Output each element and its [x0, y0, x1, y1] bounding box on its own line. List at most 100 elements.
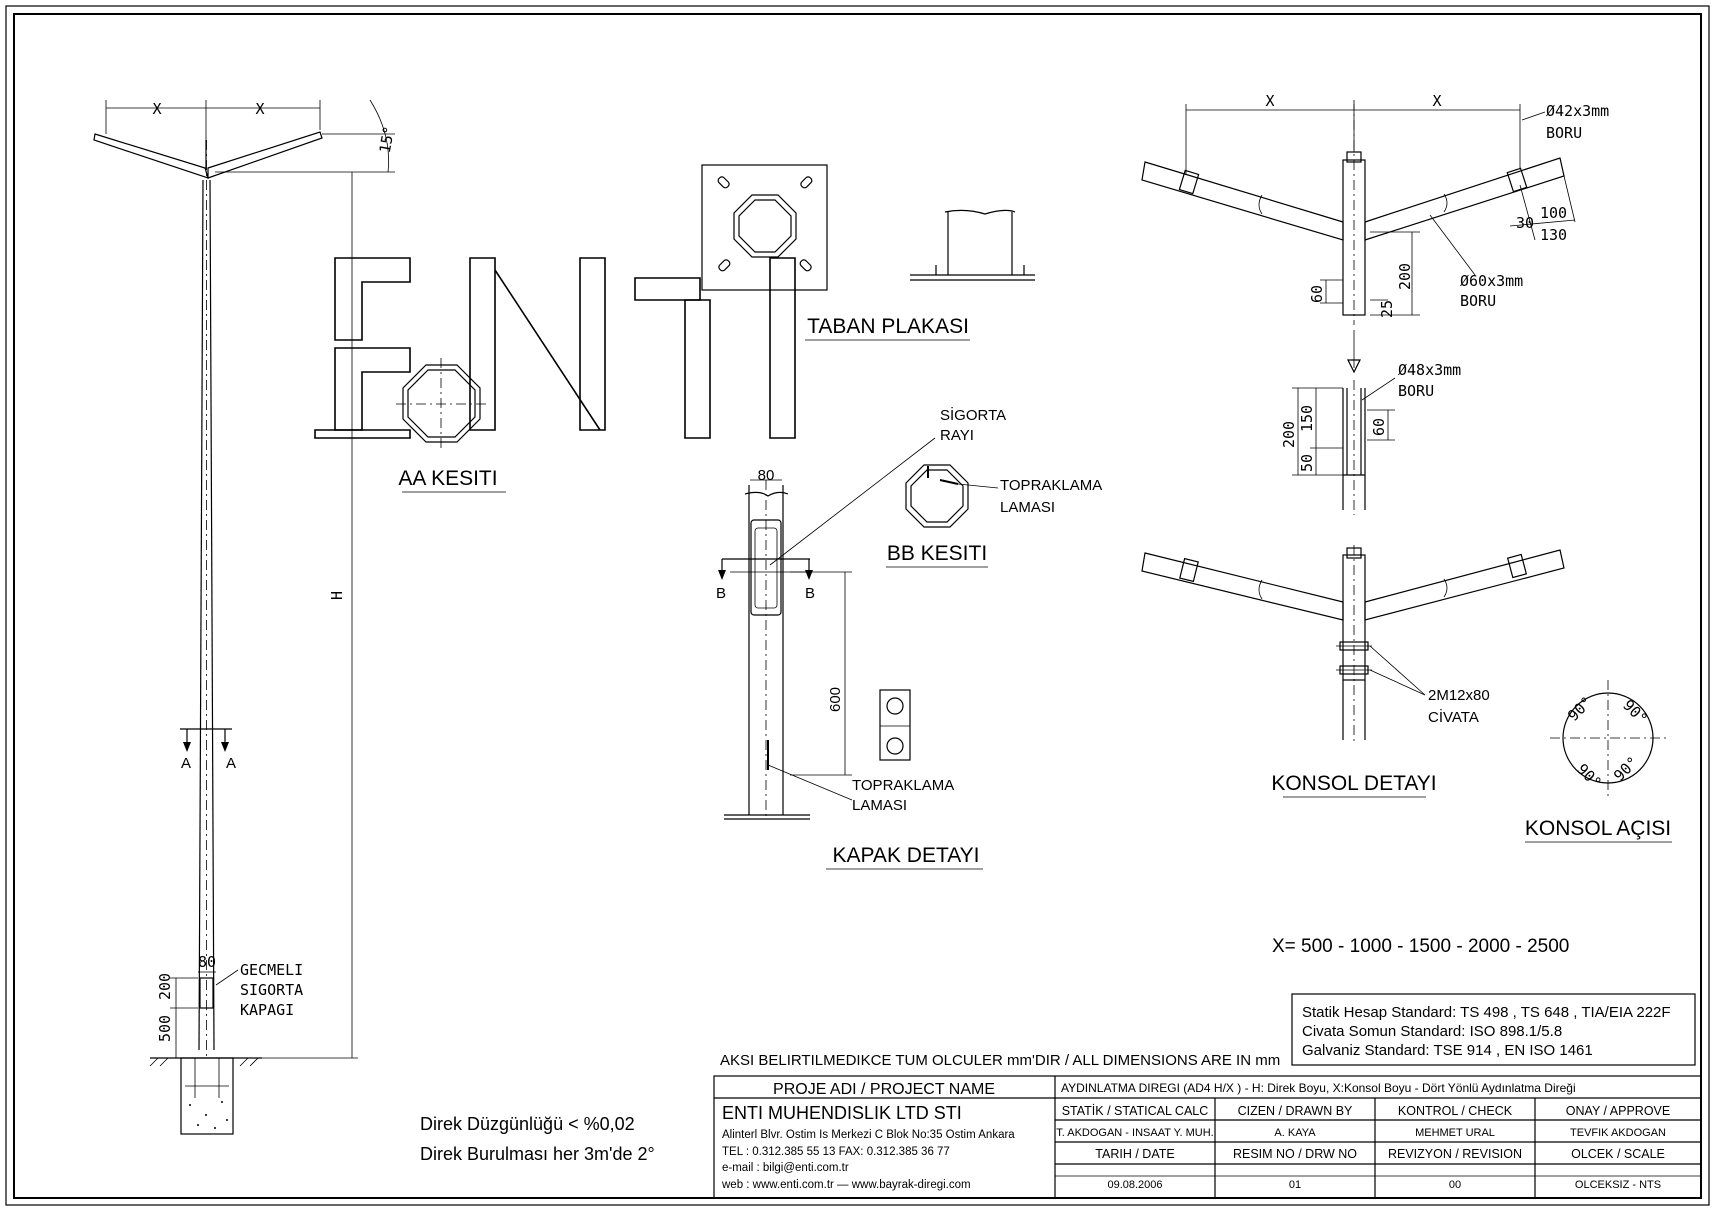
- company-address: Alinterl Blvr. Ostim Is Merkezi C Blok N…: [722, 1129, 1015, 1141]
- bracket-detail-assembled: 2M12x80 CİVATA KONSOL DETAYI: [1141, 545, 1565, 798]
- standards-box: Statik Hesap Standard: TS 498 , TS 648 ,…: [1291, 993, 1696, 1066]
- bb-ground-line1: TOPRAKLAMA: [1000, 477, 1102, 494]
- base-plate-title: TABAN PLAKASI: [807, 315, 969, 338]
- aa-section-title: AA KESITI: [398, 467, 497, 490]
- tolerance-line2: Direk Burulması her 3m'de 2°: [420, 1144, 655, 1164]
- sheet-outer-border: [5, 5, 1710, 1206]
- aa-octagon-outer: [402, 364, 481, 443]
- pole-foundation: [180, 1057, 234, 1135]
- pole-note-line1: GECMELI: [240, 961, 303, 979]
- pole-arm-right: [207, 131, 323, 179]
- pole-height-label: H: [328, 591, 346, 600]
- bolt-line1: 2M12x80: [1428, 687, 1490, 704]
- bracket-detail-top: X X Ø42x3mm BORU Ø60x3mm BORU 30 100 130…: [1141, 92, 1609, 374]
- x-values-note: X= 500 - 1000 - 1500 - 2000 - 2500: [1272, 936, 1569, 957]
- pipe-48-line2: BORU: [1398, 382, 1434, 400]
- pole-base-dim-500: 500: [156, 1015, 174, 1042]
- bb-section-title: BB KESITI: [887, 542, 987, 565]
- drw-value: 01: [1289, 1179, 1301, 1191]
- insert-dim-200: 200: [1280, 421, 1298, 448]
- standard-line3: Galvaniz Standard: TSE 914 , EN ISO 1461: [1302, 1042, 1593, 1059]
- bracket-detail-title: KONSOL DETAYI: [1271, 772, 1436, 795]
- drw-label: RESIM NO / DRW NO: [1233, 1147, 1357, 1161]
- check-value: MEHMET URAL: [1415, 1127, 1495, 1139]
- base-plate-view: TABAN PLAKASI: [701, 164, 1035, 341]
- statical-value: T. AKDOGAN - INSAAT Y. MUH.: [1056, 1127, 1214, 1139]
- bb-ground-line2: LAMASI: [1000, 499, 1055, 516]
- pole-base-dim-200: 200: [156, 973, 174, 1000]
- base-plate-outline: [701, 164, 828, 291]
- insert-dim-150: 150: [1298, 405, 1316, 432]
- bracket-angle-view: 90° 90° 90° 90° KONSOL AÇISI: [1525, 680, 1672, 843]
- angle-label-br: 90°: [1610, 753, 1642, 785]
- cover-dim-600: 600: [827, 687, 844, 712]
- cover-detail-title: KAPAK DETAYI: [832, 844, 979, 867]
- bracket-dim-25: 25: [1378, 300, 1396, 318]
- enti-watermark: [314, 257, 796, 439]
- bracket-dim-60: 60: [1308, 285, 1326, 303]
- title-block: PROJE ADI / PROJECT NAME AYDINLATMA DIRE…: [713, 1075, 1702, 1199]
- standard-line2: Civata Somun Standard: ISO 898.1/5.8: [1302, 1023, 1562, 1040]
- aa-octagon-inner: [407, 369, 476, 438]
- bracket-dim-200: 200: [1396, 263, 1414, 290]
- company-web: web : www.enti.com.tr — www.bayrak-direg…: [721, 1179, 971, 1191]
- pipe-42-line2: BORU: [1546, 124, 1582, 142]
- pole-arm-left: [93, 133, 209, 179]
- rev-label: REVIZYON / REVISION: [1388, 1147, 1522, 1161]
- pipe-60-line2: BORU: [1460, 292, 1496, 310]
- pipe-42-line1: Ø42x3mm: [1546, 102, 1609, 120]
- drawn-value: A. KAYA: [1274, 1127, 1316, 1139]
- insert-dim-60: 60: [1370, 418, 1388, 436]
- bracket-dim-30: 30: [1516, 214, 1534, 232]
- date-label: TARIH / DATE: [1095, 1147, 1174, 1161]
- bb-section-view: TOPRAKLAMA LAMASI BB KESITI: [886, 464, 1102, 568]
- statical-label: STATİK / STATICAL CALC: [1062, 1104, 1209, 1118]
- fuse-rail-line1: SİGORTA: [940, 406, 1006, 424]
- bolt-line2: CİVATA: [1428, 708, 1479, 726]
- fuse-rail-line2: RAYI: [940, 427, 974, 444]
- bracket-dim-100: 100: [1540, 204, 1567, 222]
- pole-section-a-right: A: [226, 755, 236, 772]
- bracket-dim-130: 130: [1540, 226, 1567, 244]
- bracket-angle-title: KONSOL AÇISI: [1525, 817, 1671, 840]
- aa-section-view: AA KESITI: [396, 358, 506, 493]
- pole-section-a-left: A: [181, 755, 191, 772]
- drawn-label: CIZEN / DRAWN BY: [1238, 1104, 1353, 1118]
- angle-label-bl: 90°: [1573, 760, 1605, 792]
- angle-label-tr: 90°: [1619, 696, 1651, 728]
- angle-label-tl: 90°: [1564, 693, 1596, 725]
- pole-note-line2: SIGORTA: [240, 981, 303, 999]
- cover-width-label: 80: [758, 467, 775, 484]
- pole-fuse-door: [199, 977, 214, 1009]
- pole-shaft-left: [198, 179, 204, 1051]
- bracket-dim-x-right: X: [1432, 92, 1441, 110]
- date-value: 09.08.2006: [1107, 1179, 1162, 1191]
- tolerance-line1: Direk Düzgünlüğü < %0,02: [420, 1114, 635, 1134]
- pole-note-line3: KAPAGI: [240, 1001, 294, 1019]
- cover-fuse-door: [750, 519, 782, 616]
- pole-dim-x-left: X: [152, 100, 161, 118]
- project-name-value: AYDINLATMA DIREGI (AD4 H/X ) - H: Direk …: [1061, 1081, 1576, 1095]
- approve-value: TEVFIK AKDOGAN: [1570, 1127, 1666, 1139]
- cover-ground-line2: LAMASI: [852, 797, 907, 814]
- cover-detail-view: 80 B B 600 TOPRAKLAMA LAMASI SİGORTA RAY…: [716, 406, 1006, 870]
- approve-label: ONAY / APPROVE: [1566, 1104, 1670, 1118]
- company-name: ENTI MUHENDISLIK LTD STI: [722, 1103, 962, 1123]
- cover-section-b-right: B: [805, 585, 815, 602]
- standard-line1: Statik Hesap Standard: TS 498 , TS 648 ,…: [1302, 1004, 1671, 1021]
- check-label: KONTROL / CHECK: [1398, 1104, 1513, 1118]
- cover-ground-line1: TOPRAKLAMA: [852, 777, 954, 794]
- company-phone: TEL : 0.312.385 55 13 FAX: 0.312.385 36 …: [722, 1146, 950, 1158]
- company-email: e-mail : bilgi@enti.com.tr: [722, 1162, 849, 1174]
- scale-value: OLCEKSIZ - NTS: [1575, 1179, 1661, 1191]
- scale-label: OLCEK / SCALE: [1571, 1147, 1665, 1161]
- cover-section-b-left: B: [716, 585, 726, 602]
- grounding-plate: [879, 689, 911, 761]
- dimension-note: AKSI BELIRTILMEDIKCE TUM OLCULER mm'DIR …: [720, 1052, 1280, 1069]
- pole-elevation: X X 15° H A A 80 200 500 GECMELI SIGORTA…: [93, 99, 398, 1135]
- project-name-label: PROJE ADI / PROJECT NAME: [773, 1081, 995, 1098]
- pipe-60-line1: Ø60x3mm: [1460, 272, 1523, 290]
- pole-base-width: 80: [198, 953, 216, 971]
- pole-shaft-right: [209, 179, 215, 1051]
